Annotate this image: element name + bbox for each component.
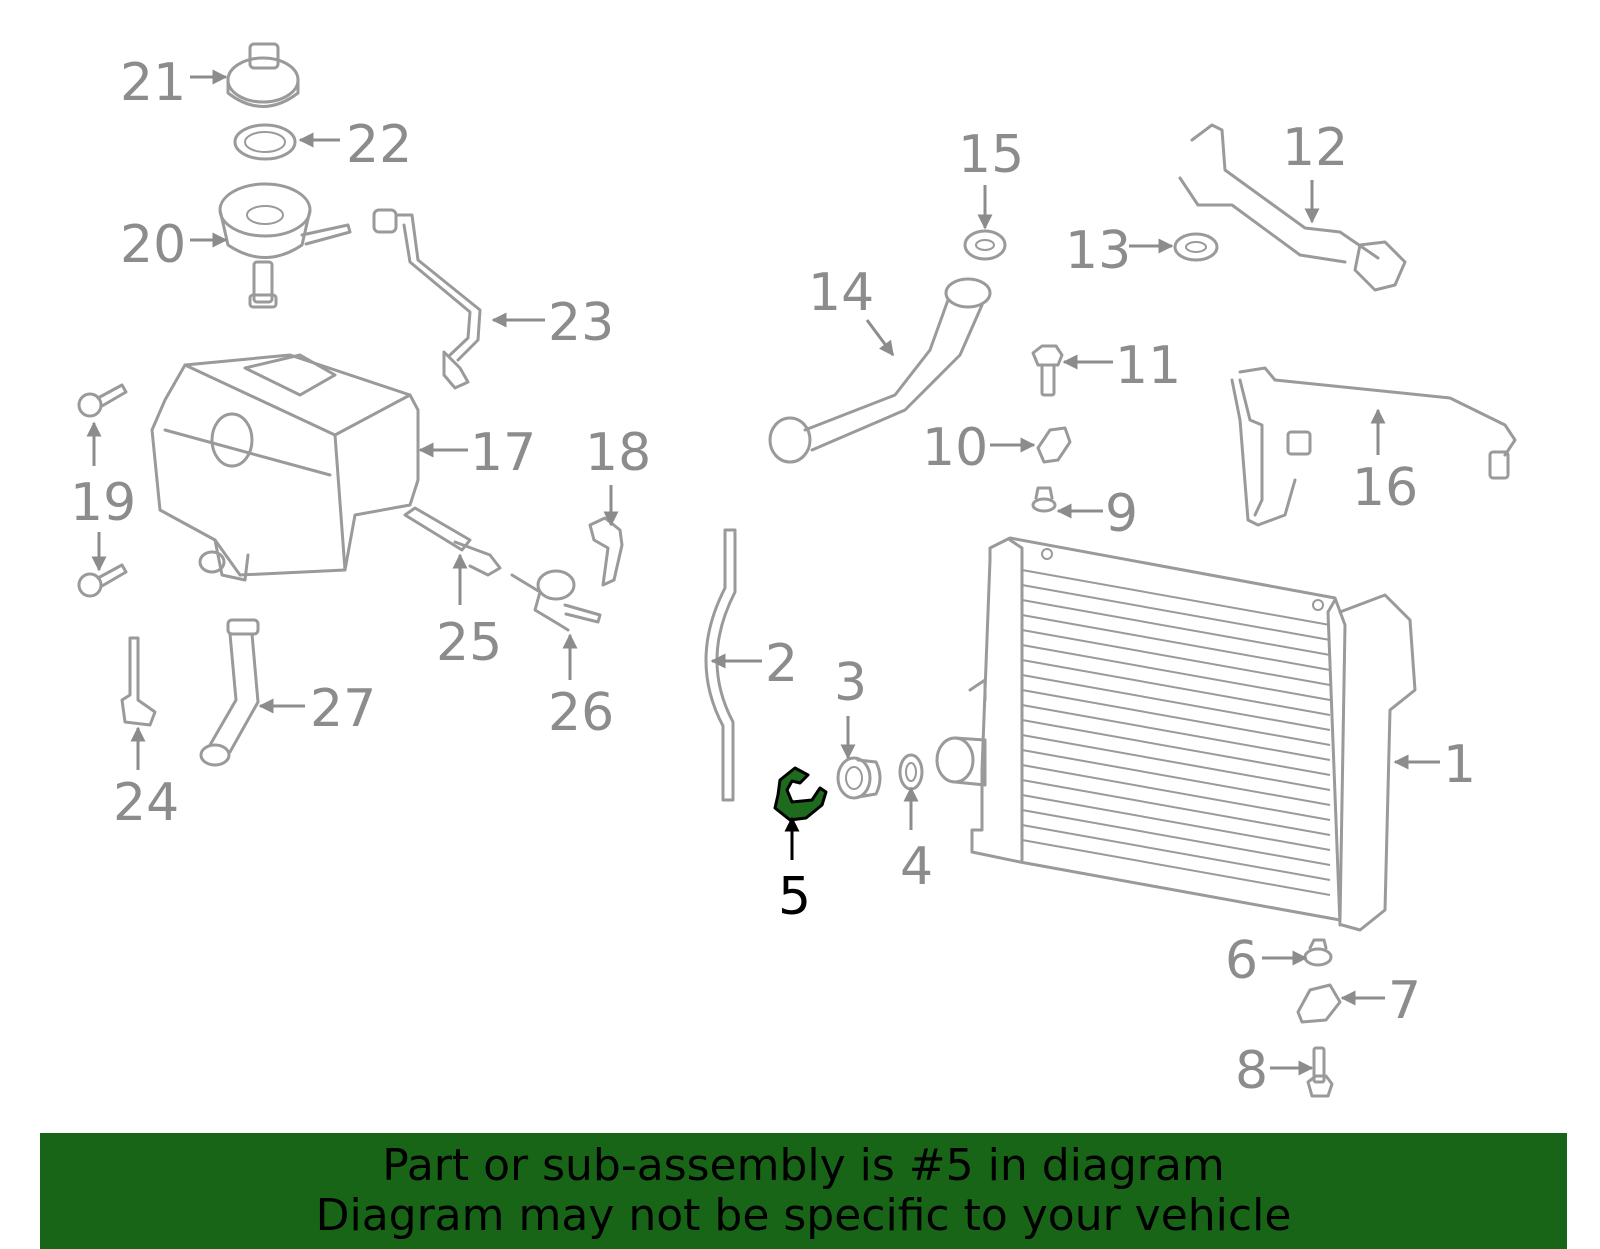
part-17-reservoir: [150, 353, 420, 582]
leader-arrows: [86, 69, 1440, 1076]
callout-21: 21: [120, 53, 186, 113]
part-26-valve: [510, 569, 602, 632]
part-1-radiator: [935, 536, 1417, 932]
part-3-fitting: [836, 756, 882, 800]
callout-2: 2: [765, 634, 798, 694]
callout-14: 14: [808, 263, 874, 323]
info-banner: Part or sub-assembly is #5 in diagram Di…: [40, 1133, 1567, 1249]
callout-labels: 21 22 20 23 17 19 18 25 26 24 27 2 3 4 5…: [70, 53, 1476, 1101]
part-10-mount: [1036, 426, 1072, 464]
callout-18: 18: [585, 423, 651, 483]
part-22-seal: [233, 123, 297, 161]
callout-27: 27: [310, 679, 376, 739]
callout-8: 8: [1235, 1041, 1268, 1101]
callout-20: 20: [120, 215, 186, 275]
callout-17: 17: [470, 423, 536, 483]
part-15-seal: [963, 229, 1007, 261]
part-12-pipe: [1178, 123, 1407, 292]
part-8-bolt: [1306, 1046, 1334, 1098]
callout-1: 1: [1443, 735, 1476, 795]
part-2-seal-strip: [704, 528, 737, 802]
part-20-filler-neck: [218, 182, 352, 309]
callout-3: 3: [834, 653, 867, 713]
callout-4: 4: [900, 837, 933, 897]
banner-line-part: Part or sub-assembly is #5 in diagram: [382, 1140, 1225, 1191]
part-7-mount: [1296, 983, 1342, 1024]
callout-11: 11: [1115, 336, 1181, 396]
part-19-bolts: [77, 383, 128, 598]
callout-19: 19: [70, 473, 136, 533]
callout-9: 9: [1105, 484, 1138, 544]
part-4-o-ring: [898, 753, 924, 791]
callout-10: 10: [922, 418, 988, 478]
part-6-stud: [1303, 938, 1333, 967]
part-5-clip-highlighted[interactable]: [773, 766, 828, 822]
callout-6: 6: [1225, 931, 1258, 991]
banner-line-disclaimer: Diagram may not be specific to your vehi…: [315, 1190, 1292, 1241]
part-25-sensor: [403, 506, 502, 577]
part-21-cap: [226, 42, 300, 108]
part-18-bracket: [588, 516, 624, 587]
callout-13: 13: [1065, 221, 1131, 281]
callout-24: 24: [113, 773, 179, 833]
callout-26: 26: [548, 683, 614, 743]
part-24-clip: [120, 636, 157, 727]
callout-5[interactable]: 5: [778, 867, 811, 927]
part-9-stud: [1031, 486, 1057, 513]
callout-15: 15: [958, 125, 1024, 185]
part-16-line: [1230, 366, 1517, 527]
callout-16: 16: [1352, 458, 1418, 518]
callout-23: 23: [548, 293, 614, 353]
callout-7: 7: [1388, 971, 1421, 1031]
callout-12: 12: [1282, 118, 1348, 178]
callout-22: 22: [346, 115, 412, 175]
part-11-bolt: [1031, 344, 1064, 397]
part-27-hose: [199, 618, 260, 767]
part-23-hose: [372, 208, 482, 390]
part-14-hose: [768, 277, 992, 464]
part-13-seal: [1173, 232, 1219, 262]
callout-25: 25: [436, 613, 502, 673]
